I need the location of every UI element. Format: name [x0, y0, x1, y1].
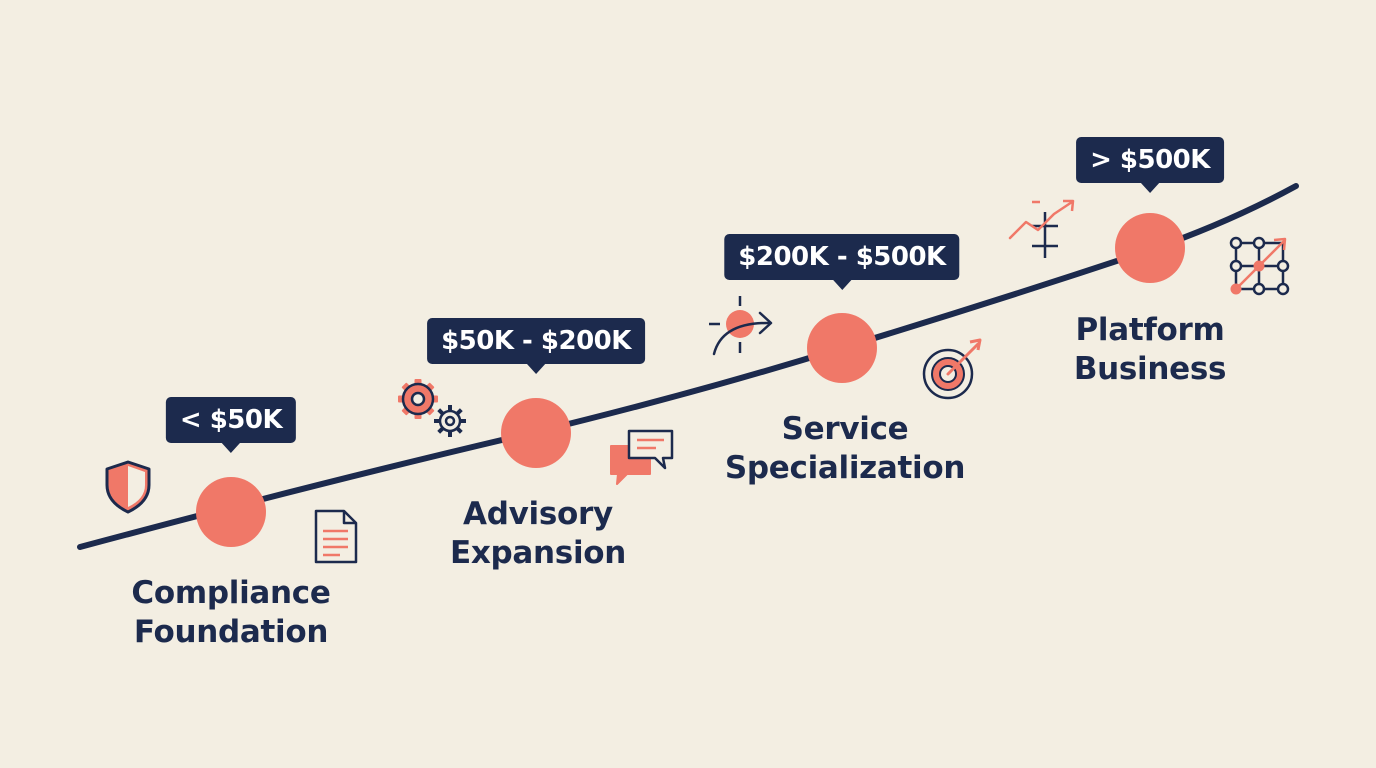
stage-label-line: Expansion	[449, 535, 627, 571]
stage-label-line: Business	[1073, 351, 1227, 387]
revenue-badge-1: < $50K	[165, 397, 297, 453]
revenue-badge-3: $200K - $500K	[724, 234, 960, 290]
document-icon	[314, 509, 358, 564]
target-icon	[922, 338, 982, 400]
stage-label-line: Foundation	[133, 614, 329, 650]
stage-label-advisory-expansion: Advisory Expansion	[450, 495, 626, 573]
stage-label-line: Service	[781, 411, 909, 447]
stage-label-line: Specialization	[724, 450, 966, 486]
stage-label-platform-business: Platform Business	[1073, 311, 1227, 389]
shield-icon	[105, 460, 151, 514]
milestone-circle-3	[807, 313, 877, 383]
chat-bubbles-icon	[610, 429, 674, 485]
revenue-badge-2: $50K - $200K	[427, 318, 645, 374]
gears-icon	[398, 379, 466, 437]
stage-label-line: Advisory	[463, 496, 613, 532]
focus-arrow-icon	[709, 296, 773, 356]
stage-label-compliance-foundation: Compliance Foundation	[131, 574, 330, 652]
revenue-badge-4: > $500K	[1076, 137, 1224, 193]
stage-label-line: Platform	[1075, 312, 1225, 348]
stage-label-service-specialization: Service Specialization	[724, 410, 966, 488]
growth-chart-icon	[1008, 199, 1075, 258]
milestone-circle-2	[501, 398, 571, 468]
network-growth-icon	[1229, 236, 1290, 296]
milestone-circle-1	[196, 477, 266, 547]
stage-label-line: Compliance	[131, 575, 331, 611]
milestone-circle-4	[1115, 213, 1185, 283]
